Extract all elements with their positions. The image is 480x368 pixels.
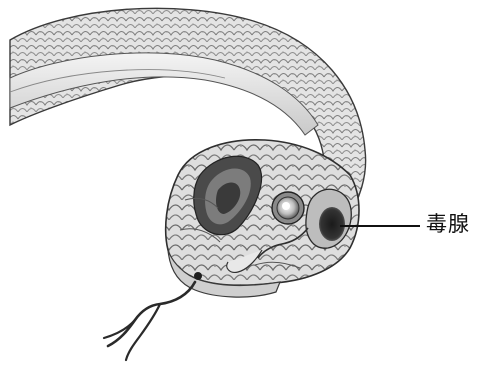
venom-gland-label: 毒腺 [426, 210, 470, 238]
forked-tongue [104, 282, 195, 360]
snake-head [166, 140, 359, 297]
venom-gland [319, 207, 345, 241]
